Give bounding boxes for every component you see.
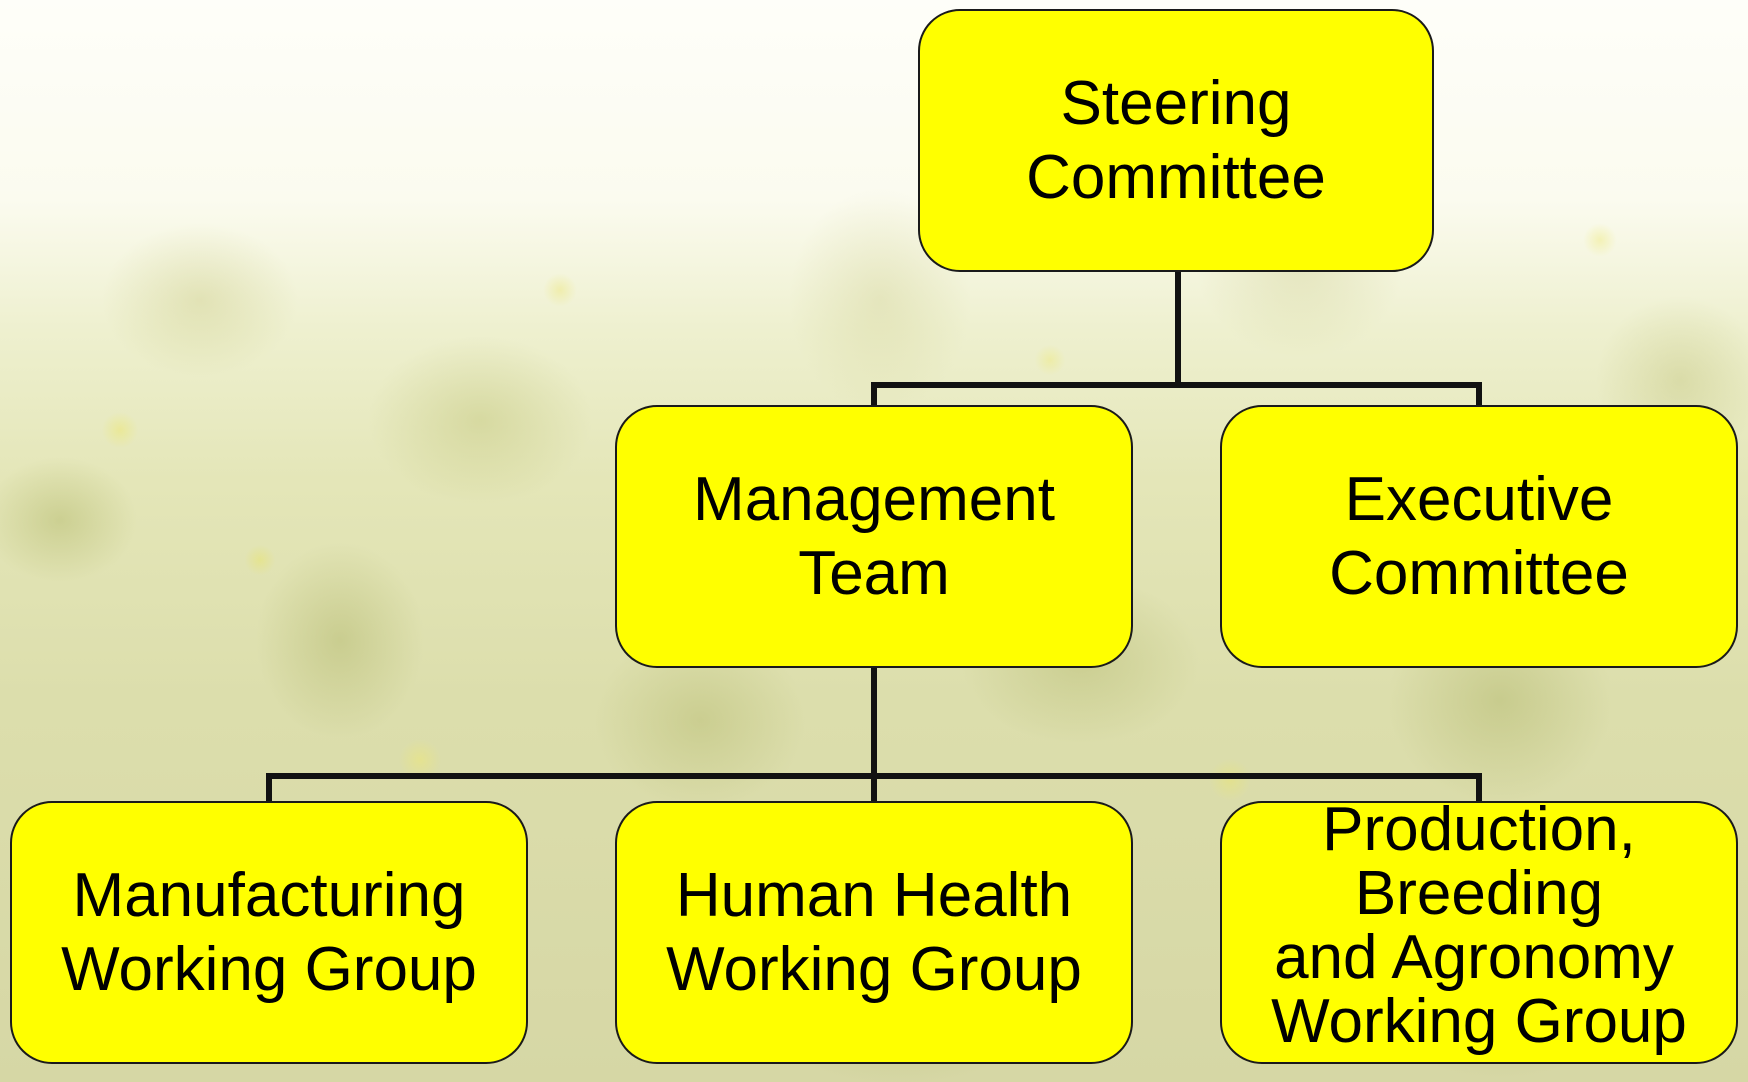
box-label-line-2: Breeding bbox=[1354, 859, 1604, 928]
box-label: Steering Committee bbox=[1026, 67, 1326, 215]
box-label-line-1: Production, bbox=[1322, 795, 1636, 864]
box-label-line-4: Working Group bbox=[1271, 987, 1687, 1056]
box-label: Manufacturing Working Group bbox=[61, 859, 477, 1007]
manufacturing-working-group-box: Manufacturing Working Group bbox=[10, 801, 528, 1064]
box-label-line-2: Committee bbox=[1329, 538, 1629, 608]
steering-committee-box: Steering Committee bbox=[918, 9, 1434, 272]
box-label-line-2: Working Group bbox=[666, 934, 1082, 1004]
management-team-box: Management Team bbox=[615, 405, 1133, 668]
box-label-line-1: Steering bbox=[1060, 68, 1292, 138]
box-label: Human Health Working Group bbox=[666, 859, 1082, 1007]
box-label-line-1: Manufacturing bbox=[72, 860, 466, 930]
box-label-line-1: Executive bbox=[1344, 464, 1614, 534]
production-breeding-agronomy-working-group-box: Production, Breeding and Agronomy Workin… bbox=[1220, 795, 1738, 1064]
box-label-line-1: Management bbox=[693, 464, 1055, 534]
box-label: Production, Breeding and Agronomy Workin… bbox=[1271, 795, 1687, 1059]
human-health-working-group-box: Human Health Working Group bbox=[615, 801, 1133, 1064]
box-label: Management Team bbox=[693, 463, 1055, 611]
box-label-line-2: Team bbox=[798, 538, 950, 608]
box-label-line-2: Working Group bbox=[61, 934, 477, 1004]
box-label-line-2: Committee bbox=[1026, 142, 1326, 212]
box-label-line-3: and Agronomy bbox=[1274, 923, 1674, 992]
box-label-line-1: Human Health bbox=[675, 860, 1073, 930]
executive-committee-box: Executive Committee bbox=[1220, 405, 1738, 668]
box-label: Executive Committee bbox=[1329, 463, 1629, 611]
